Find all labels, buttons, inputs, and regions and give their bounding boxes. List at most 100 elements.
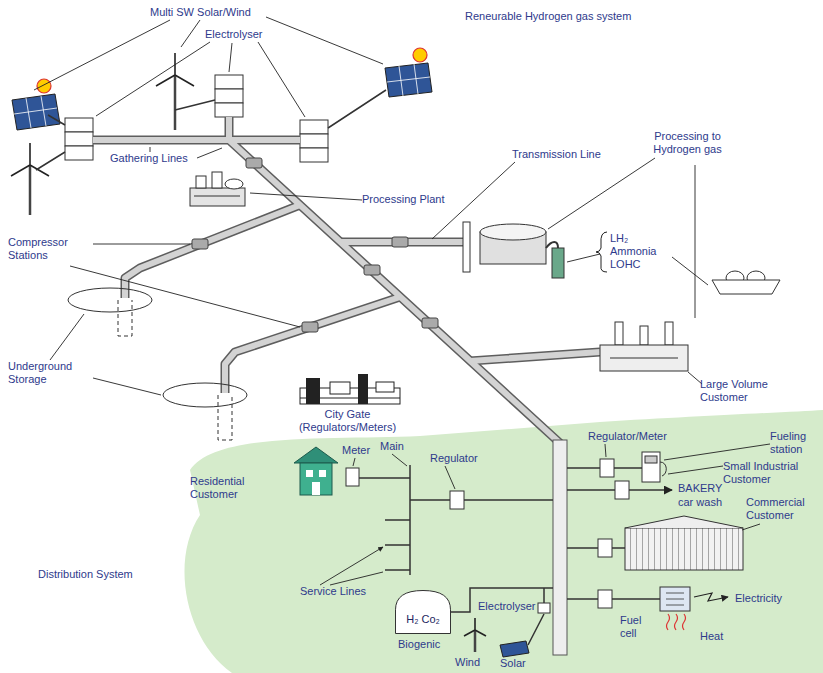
distribution-main (346, 440, 672, 655)
large-volume-factory (640, 326, 648, 345)
callout-label: car wash (678, 496, 722, 509)
fuel-cell (667, 614, 686, 630)
underground-storage (68, 288, 152, 312)
commercial-building (625, 516, 743, 570)
house (319, 470, 326, 477)
electrolyser (300, 120, 328, 134)
callout-label: Electricity (735, 592, 782, 605)
electrolyser (65, 132, 93, 146)
electrolyser (215, 103, 243, 117)
house (294, 447, 338, 463)
callout-label: Main (380, 440, 404, 453)
house (312, 482, 320, 495)
fuel-cell (666, 593, 684, 605)
processing-plant (190, 172, 245, 206)
fuel-pump (642, 452, 660, 482)
callout-label: Fueling station (770, 430, 818, 456)
hydrogen-processing-tank (546, 242, 558, 248)
biogenic-dome: H₂ Co₂ (395, 590, 451, 634)
leader-line (34, 17, 770, 585)
electrolyser (215, 75, 243, 89)
distribution-main (598, 539, 612, 557)
callout-label: City Gate (Regulators/Meters) (285, 408, 410, 434)
electrolyser (215, 89, 243, 103)
underground-storage (163, 383, 247, 407)
hydrogen-processing-tank (552, 248, 564, 278)
fuel-cell (660, 587, 690, 611)
electrolyser (36, 90, 544, 645)
house (294, 447, 338, 495)
solar-panel (413, 48, 427, 62)
solar-panel (12, 94, 60, 130)
large-volume-factory (665, 322, 673, 345)
house (300, 463, 332, 495)
callout-label: LH₂ Ammonia LOHC (610, 232, 670, 272)
city-gate (358, 374, 368, 404)
city-gate (306, 378, 320, 404)
hydrogen-processing-tank (480, 224, 546, 240)
node-text: H₂ Co₂ (395, 613, 451, 626)
distribution-main (553, 440, 567, 655)
distribution-main (629, 489, 672, 491)
callout-label: Large Volume Customer (700, 378, 785, 404)
electrolyser (300, 134, 328, 148)
callout-label: Electrolyser (205, 28, 262, 41)
callout-label: Heat (700, 630, 723, 643)
city-gate (330, 382, 350, 394)
wind-turbine (30, 75, 475, 652)
callout-label: Underground Storage (8, 360, 93, 386)
compressor-station (302, 322, 318, 332)
compressor-station (364, 265, 380, 275)
carrier-ship (596, 232, 780, 294)
electrolyser (538, 603, 550, 613)
processing-plant (212, 172, 222, 188)
distribution-main (450, 491, 464, 509)
callout-label: Compressor Stations (8, 236, 93, 262)
hydrogen-processing-tank (463, 222, 564, 278)
callout-label: Processing Plant (362, 193, 445, 206)
large-volume-factory (600, 322, 688, 371)
city-gate (300, 398, 400, 399)
distribution-main (346, 468, 359, 486)
distribution-main (359, 465, 660, 612)
compressor-station (246, 158, 262, 168)
distribution-main (615, 481, 629, 499)
electrolyser (65, 118, 93, 132)
processing-plant (194, 196, 240, 197)
carrier-ship (712, 280, 780, 294)
compressor-station (392, 237, 408, 247)
fuel-cell (660, 587, 728, 630)
fuel-pump (660, 462, 666, 476)
house (306, 470, 313, 477)
processing-plant (225, 179, 243, 189)
distribution-main (600, 459, 614, 477)
solar-panel (385, 63, 432, 97)
underground-storage (118, 300, 232, 440)
fuel-pump (645, 456, 657, 463)
hydrogen-processing-tank (463, 222, 470, 272)
distribution-area (184, 410, 823, 673)
callout-label: BAKERY (678, 482, 722, 495)
callout-label: Service Lines (300, 585, 366, 598)
callout-label: Fuel cell (620, 614, 656, 640)
leader-line (34, 17, 770, 585)
dome-outline (395, 590, 451, 634)
solar-panel (387, 64, 430, 96)
callout-label: Gathering Lines (110, 152, 188, 165)
carrier-ship (596, 232, 607, 272)
callout-label: Small Industrial Customer (723, 460, 818, 486)
electrolyser (300, 148, 328, 162)
solar-panel (37, 79, 51, 93)
city-gate (376, 382, 394, 392)
callout-label: Electrolyser (478, 600, 535, 613)
underground-storage (68, 288, 247, 440)
callout-label: Regulator (430, 452, 478, 465)
distribution-area (184, 410, 823, 673)
callout-label: Residential Customer (190, 475, 270, 501)
compressor-station (422, 318, 438, 328)
fuel-pump (642, 452, 666, 482)
pipeline (93, 117, 562, 445)
callout-label: Wind (455, 656, 480, 669)
